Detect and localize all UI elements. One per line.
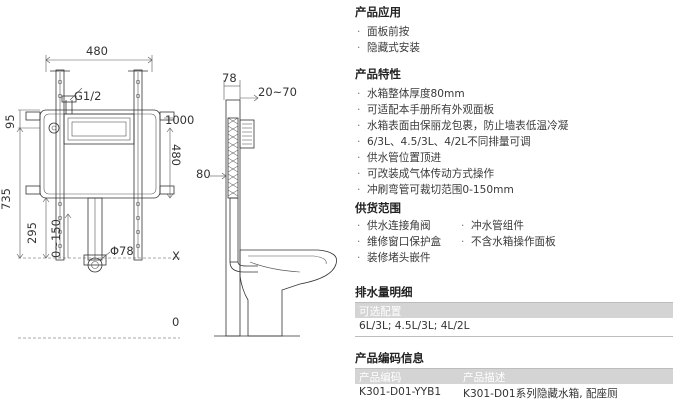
label-zero: 0 — [172, 315, 179, 329]
feature-item-3: ·水箱表面由保丽龙包裹，防止墙表低温冷凝 — [357, 120, 569, 132]
flush-divider — [355, 302, 673, 303]
technical-drawing: 480 — [0, 44, 337, 339]
supply-right-1: ·冲水管组件 — [461, 220, 524, 232]
supply-left-2: ·维修窗口保护盒 — [357, 236, 442, 248]
code-title: 产品编码信息 — [355, 351, 424, 365]
dim-1000: 1000 — [165, 113, 194, 127]
dim-735: 735 — [0, 188, 13, 210]
supply-right-2: ·不含水箱操作面板 — [461, 236, 556, 248]
flush-header: 可选配置 — [359, 306, 402, 318]
code-divider — [355, 368, 673, 369]
dim-20-70: 20~70 — [258, 85, 297, 99]
application-item-1: ·面板前按 — [357, 26, 410, 38]
flush-header-bar: 可选配置 — [355, 303, 673, 318]
flush-bottom-divider — [355, 336, 673, 337]
flush-value: 6L/3L; 4.5L/3L; 4L/2L — [359, 320, 470, 332]
code-header-bar: 产品编码 产品描述 — [355, 369, 673, 384]
supply-title: 供货范围 — [355, 201, 401, 215]
label-x: X — [172, 249, 180, 263]
dim-78: 78 — [222, 71, 237, 85]
code-value: K301-D01-YYB1 — [359, 386, 442, 398]
feature-item-7: ·冲刷弯管可裁切范围0-150mm — [357, 184, 514, 196]
dim-80: 80 — [196, 167, 211, 181]
feature-item-6: ·可改装成气体传动方式操作 — [357, 168, 495, 180]
feature-item-4: ·6/3L、4.5/3L、4/2L不同排量可调 — [357, 136, 531, 148]
code-header-desc: 产品描述 — [463, 372, 506, 384]
supply-left-3: ·装修堵头嵌件 — [357, 252, 431, 264]
supply-left-1: ·供水连接角阀 — [357, 220, 431, 232]
side-view: 78 20~70 80 — [196, 71, 337, 337]
dim-95: 95 — [3, 114, 17, 129]
dim-g12: G1/2 — [74, 89, 101, 103]
code-description: K301-D01系列隐藏水箱, 配座厕 — [463, 388, 618, 400]
dim-295: 295 — [25, 222, 39, 244]
features-title: 产品特性 — [355, 67, 401, 81]
feature-item-1: ·水箱整体厚度80mm — [357, 88, 465, 100]
application-item-2: ·隐藏式安装 — [357, 42, 420, 54]
dim-phi78: Φ78 — [110, 244, 134, 258]
front-view: 480 — [0, 44, 194, 339]
feature-item-2: ·可适配本手册所有外观面板 — [357, 104, 495, 116]
code-header-code: 产品编码 — [359, 372, 402, 384]
dim-0-150: 0~150 — [49, 219, 63, 258]
application-title: 产品应用 — [355, 5, 401, 19]
flush-title: 排水量明细 — [355, 285, 413, 299]
feature-item-5: ·供水管位置顶进 — [357, 152, 442, 164]
dim-480-width: 480 — [86, 44, 108, 58]
dim-480-height: 480 — [169, 144, 183, 166]
spec-panel: 产品应用 ·面板前按 ·隐藏式安装 产品特性 ·水箱整体厚度80mm ·可适配本… — [355, 0, 675, 404]
